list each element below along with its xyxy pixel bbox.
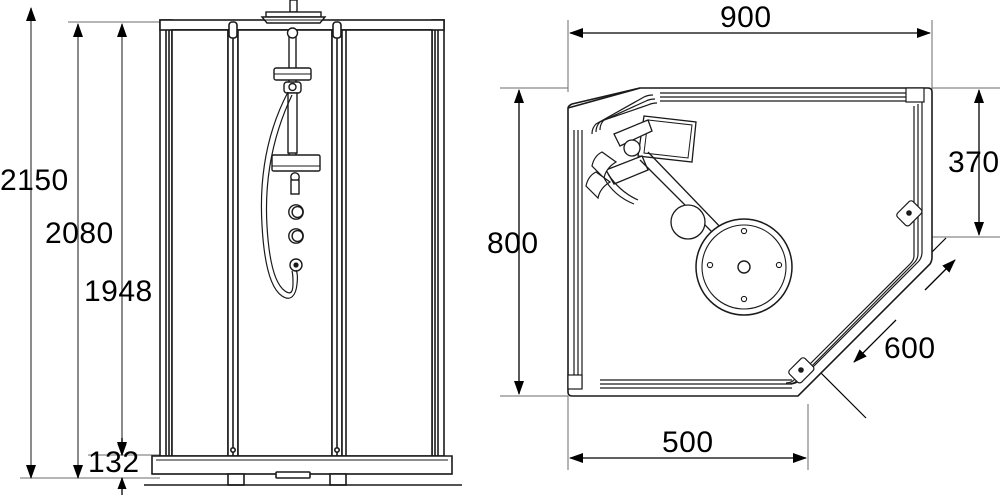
- dimension-370: 370: [948, 89, 1000, 236]
- shower-panel: [605, 115, 697, 185]
- dimension-500-witness-lower: [815, 367, 867, 419]
- rain-shower-head: [260, 0, 327, 24]
- sliding-door-left[interactable]: [171, 29, 233, 457]
- dimension-2080: 2080: [45, 23, 114, 479]
- door-hinge-lower[interactable]: [788, 357, 816, 385]
- dimension-2150: 2150: [0, 7, 69, 479]
- control-shelf: [271, 154, 321, 172]
- door-stile-right: [331, 21, 343, 457]
- door-hinge-upper[interactable]: [896, 200, 924, 228]
- dimension-900: 900: [569, 1, 931, 38]
- center-glass-panel: [237, 29, 333, 457]
- thermostatic-valve-lower[interactable]: [288, 228, 304, 244]
- hand-shower-hose: [260, 91, 299, 299]
- plan-view: 900 800 370 500 600: [487, 1, 1000, 470]
- elevation-extension-lines: [20, 21, 160, 479]
- dimension-900-label: 900: [720, 1, 772, 34]
- hose-outlet-fitting: [289, 258, 303, 272]
- left-post: [159, 19, 173, 457]
- shower-tray: [144, 455, 462, 486]
- dimension-600: 500: [569, 426, 807, 463]
- outlet-spout: [290, 172, 300, 195]
- door-stile-left: [227, 21, 239, 457]
- dimension-1948-label: 1948: [84, 275, 153, 308]
- dimension-370-label: 370: [948, 146, 1000, 179]
- rain-head-plan: [695, 218, 793, 316]
- dimension-800: 800: [487, 89, 539, 395]
- front-elevation-view: 2150 2080 1948 132: [0, 0, 462, 495]
- right-post: [431, 19, 445, 457]
- dimension-2150-label: 2150: [0, 164, 69, 197]
- dimension-132: 132: [88, 438, 140, 495]
- plan-extension-lines: [500, 20, 1000, 470]
- dimension-500-arrow-upper: [924, 259, 956, 291]
- hand-shower-holder: [585, 151, 639, 205]
- dimension-1948: 1948: [84, 23, 153, 456]
- diverter-body: [283, 81, 302, 94]
- sliding-door-right[interactable]: [341, 29, 433, 457]
- dimension-500-arrow-lower: [853, 319, 897, 363]
- dimension-800-label: 800: [487, 227, 539, 260]
- shower-column: [271, 27, 321, 272]
- dimension-132-label: 132: [88, 446, 140, 479]
- dimension-2080-label: 2080: [45, 217, 114, 250]
- dimension-500-label: 600: [884, 332, 936, 365]
- shower-arm-plan: [639, 151, 753, 267]
- thermostatic-valve-upper[interactable]: [288, 204, 304, 220]
- dimension-600-label: 500: [662, 426, 714, 459]
- shower-shelf: [273, 67, 312, 81]
- plan-frame-rails: [567, 87, 925, 390]
